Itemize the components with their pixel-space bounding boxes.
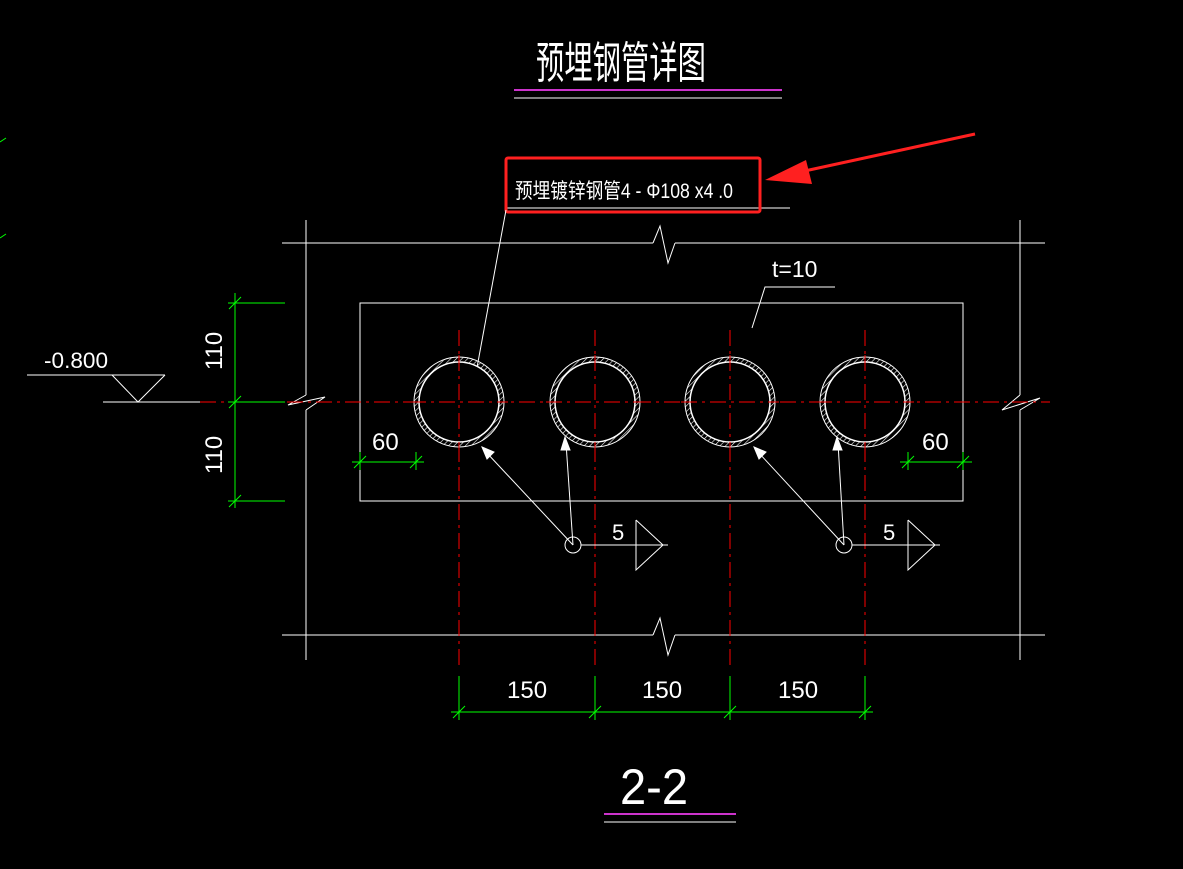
vertical-centerlines [458,330,866,665]
edge-dimension-left [352,452,424,470]
drawing-title: 预埋钢管详图 [536,39,706,88]
edge-dimension-right [900,452,972,470]
edge-marks [0,137,7,239]
pipe-label-leader [475,209,507,374]
dim-150-1: 150 [507,677,547,704]
pipe-label: 预埋镀锌钢管4 - Φ108 x4 .0 [515,180,733,203]
plate-thickness-label: t=10 [772,256,817,282]
wall-outline [282,220,1045,660]
red-arrow-icon [765,132,976,184]
weld-size-left: 5 [612,520,624,545]
section-label: 2-2 [620,759,688,815]
dim-110-bottom: 110 [201,436,228,474]
dim-150-2: 150 [642,677,682,704]
weld-symbol-left [481,435,668,572]
dim-60-right: 60 [922,429,949,456]
pipe-4 [819,356,911,448]
highlight-box [504,156,762,214]
elevation-label: -0.800 [44,348,108,373]
dim-110-top: 110 [201,332,228,370]
weld-symbol-right [753,435,940,572]
elevation-marker [27,374,200,403]
vertical-dimension [228,293,285,508]
plate-thickness-leader [751,286,835,329]
pipe-centerlines-overlay [410,355,914,450]
weld-size-right: 5 [883,520,895,545]
dim-150-3: 150 [778,677,818,704]
pipe-3 [684,356,776,448]
bottom-dimension-chain [451,676,873,720]
dim-60-left: 60 [372,429,399,456]
